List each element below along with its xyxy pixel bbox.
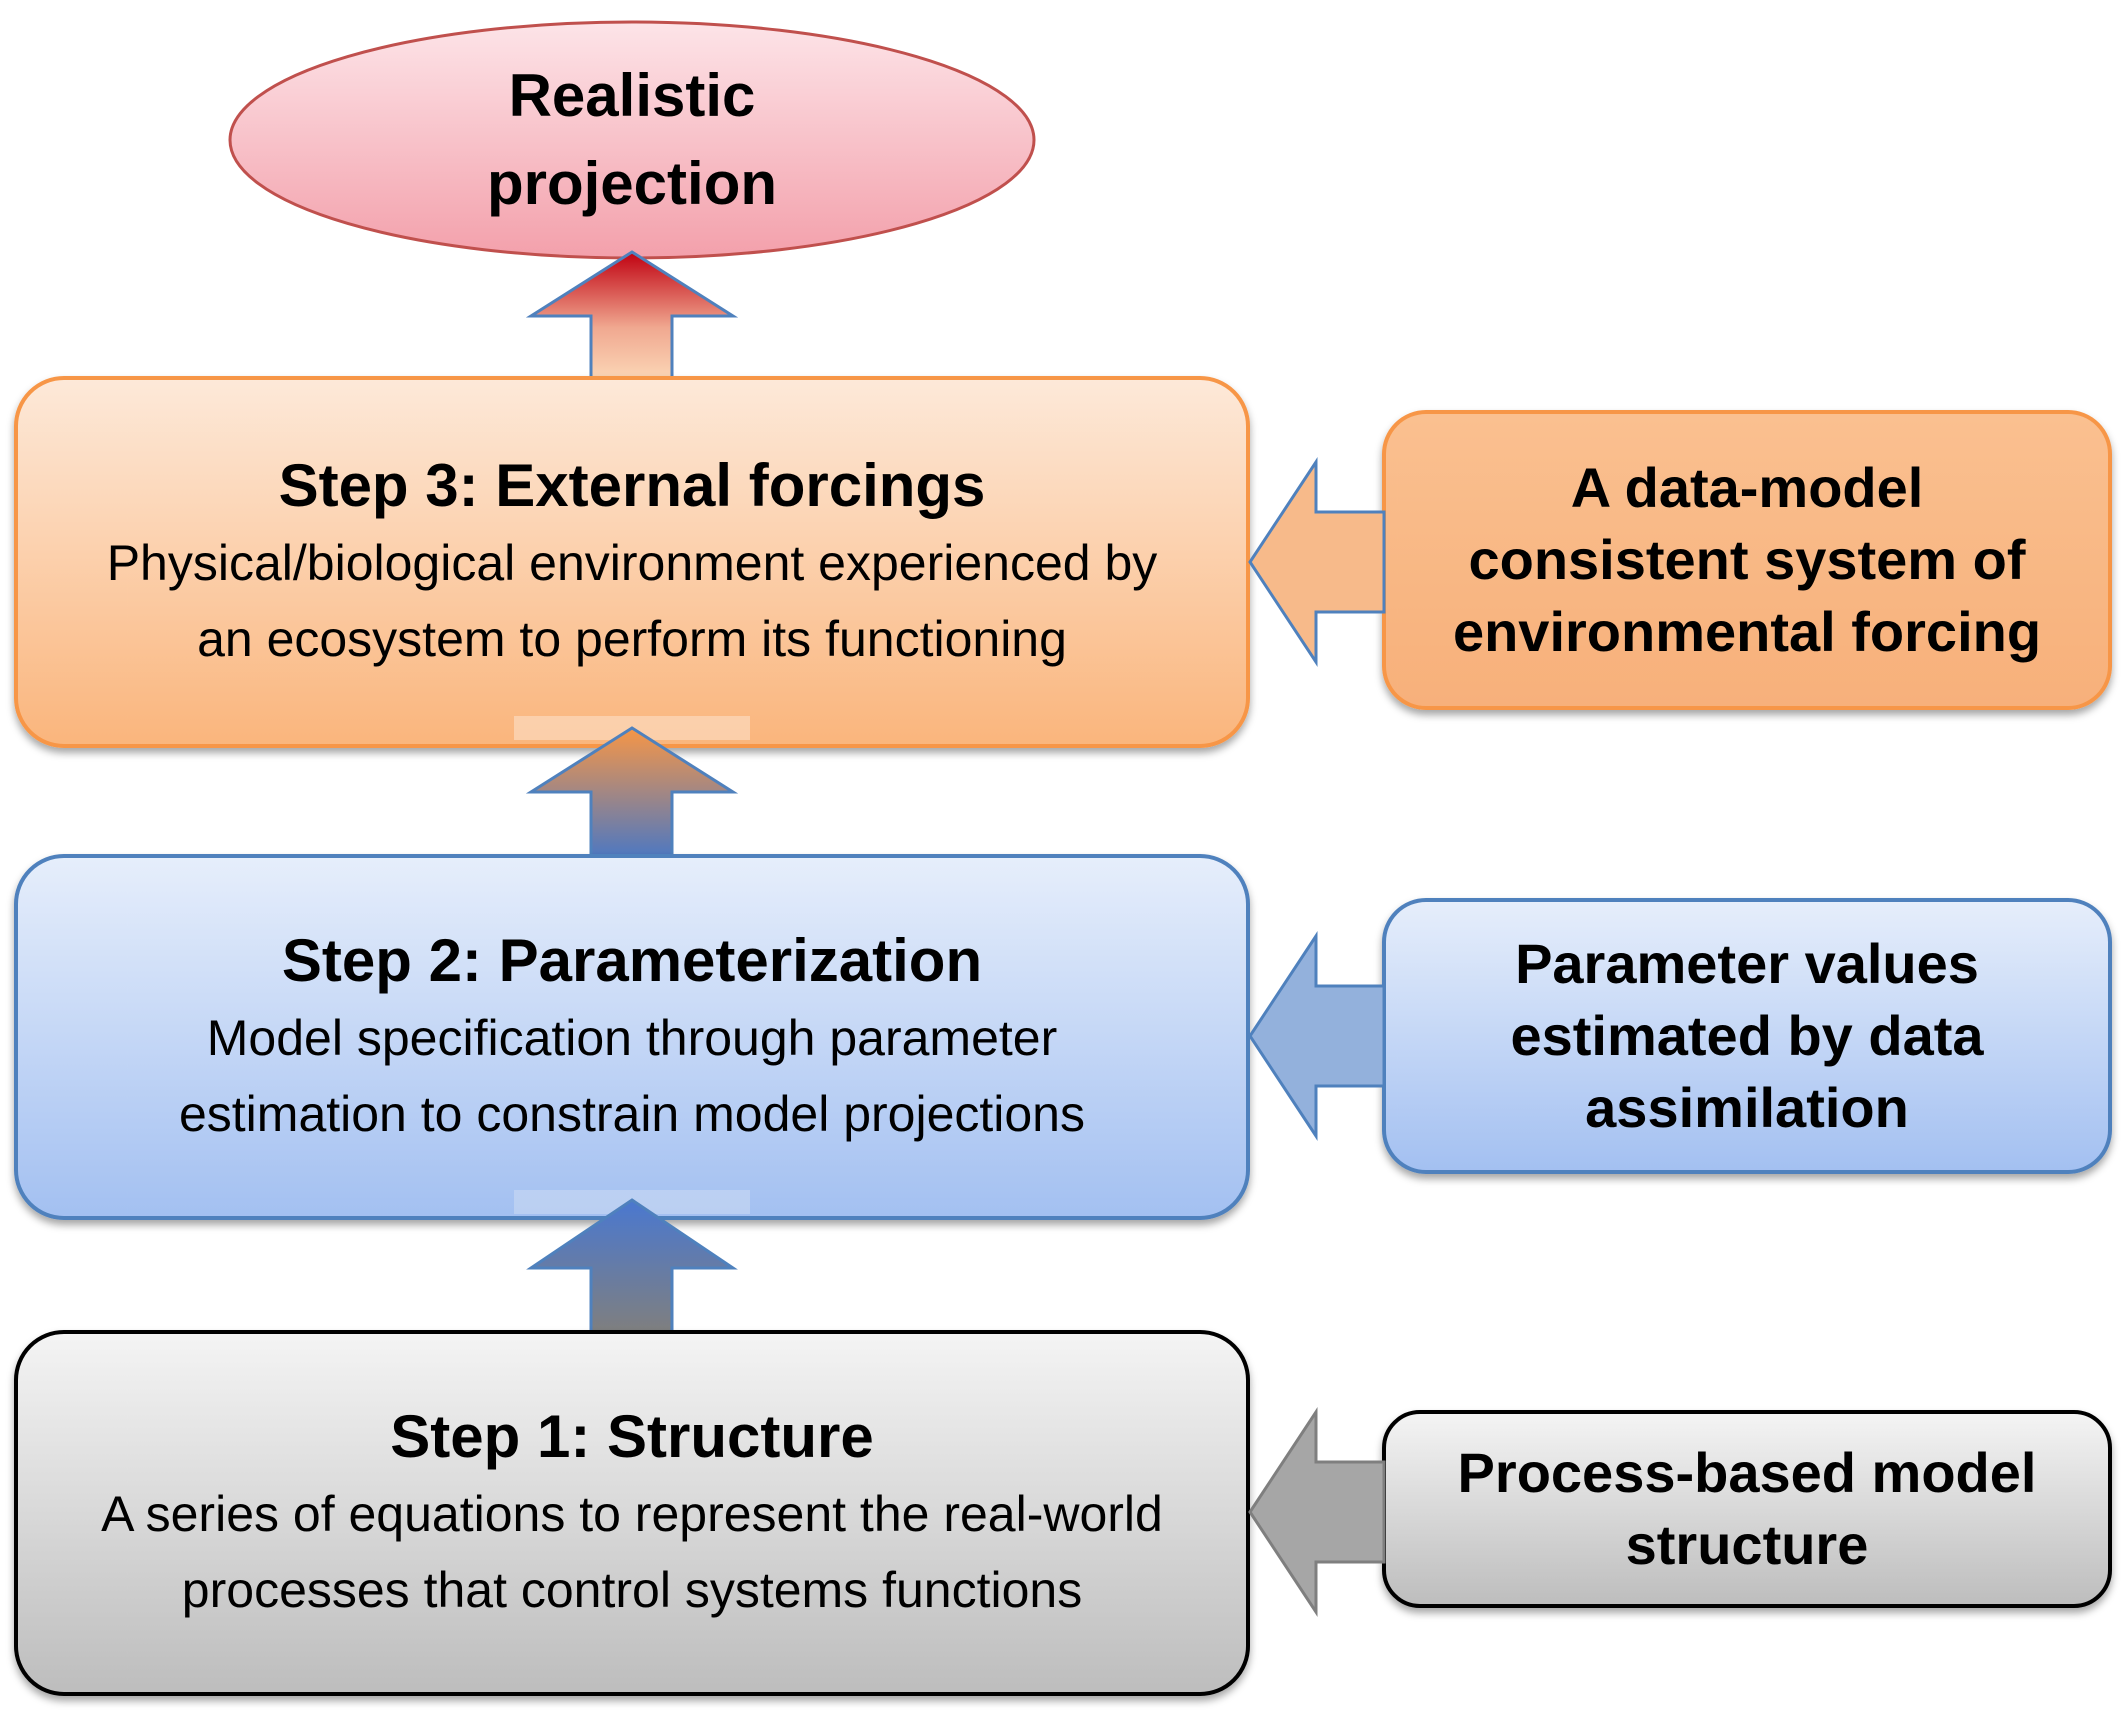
step3-title: Step 3: External forcings (278, 452, 986, 519)
side-structure-line1: Process-based model (1457, 1441, 2037, 1504)
side-structure-content: Process-based model structure (1384, 1412, 2110, 1606)
step2-content: Step 2: Parameterization Model specifica… (16, 856, 1248, 1218)
step1-title: Step 1: Structure (390, 1403, 874, 1470)
projection-title-line1: Realistic (508, 62, 756, 129)
side-forcing-line2: consistent system of (1468, 528, 2026, 591)
step3-desc-line1: Physical/biological environment experien… (106, 535, 1158, 591)
side-structure-line2: structure (1625, 1513, 1869, 1576)
side-parameters-content: Parameter values estimated by data assim… (1384, 900, 2110, 1172)
step2-desc-line2: estimation to constrain model projection… (178, 1086, 1085, 1142)
side-forcing-line3: environmental forcing (1452, 600, 2042, 663)
step2-title: Step 2: Parameterization (281, 927, 983, 994)
side-forcing-line1: A data-model (1570, 456, 1924, 519)
arrow-up-to-projection (525, 250, 739, 380)
arrow-left-structure-to-step1 (1248, 1407, 1386, 1617)
step1-desc-line1: A series of equations to represent the r… (101, 1486, 1163, 1542)
arrow-left-forcing-to-step3 (1248, 457, 1386, 667)
side-parameters-line2: estimated by data (1510, 1004, 1984, 1067)
step1-desc-line2: processes that control systems functions (181, 1562, 1083, 1618)
side-parameters-line3: assimilation (1585, 1076, 1909, 1139)
realistic-projection-label: Realistic projection (232, 40, 1032, 240)
side-forcing-content: A data-model consistent system of enviro… (1384, 412, 2110, 708)
step2-desc-line1: Model specification through parameter (206, 1010, 1058, 1066)
side-parameters-line1: Parameter values (1515, 932, 1979, 995)
step1-content: Step 1: Structure A series of equations … (16, 1332, 1248, 1694)
arrow-left-parameters-to-step2 (1248, 931, 1386, 1141)
projection-title-line2: projection (486, 150, 777, 217)
step3-content: Step 3: External forcings Physical/biolo… (16, 378, 1248, 746)
step1-box (14, 1330, 1250, 1696)
step3-desc-line2: an ecosystem to perform its functioning (197, 611, 1067, 667)
